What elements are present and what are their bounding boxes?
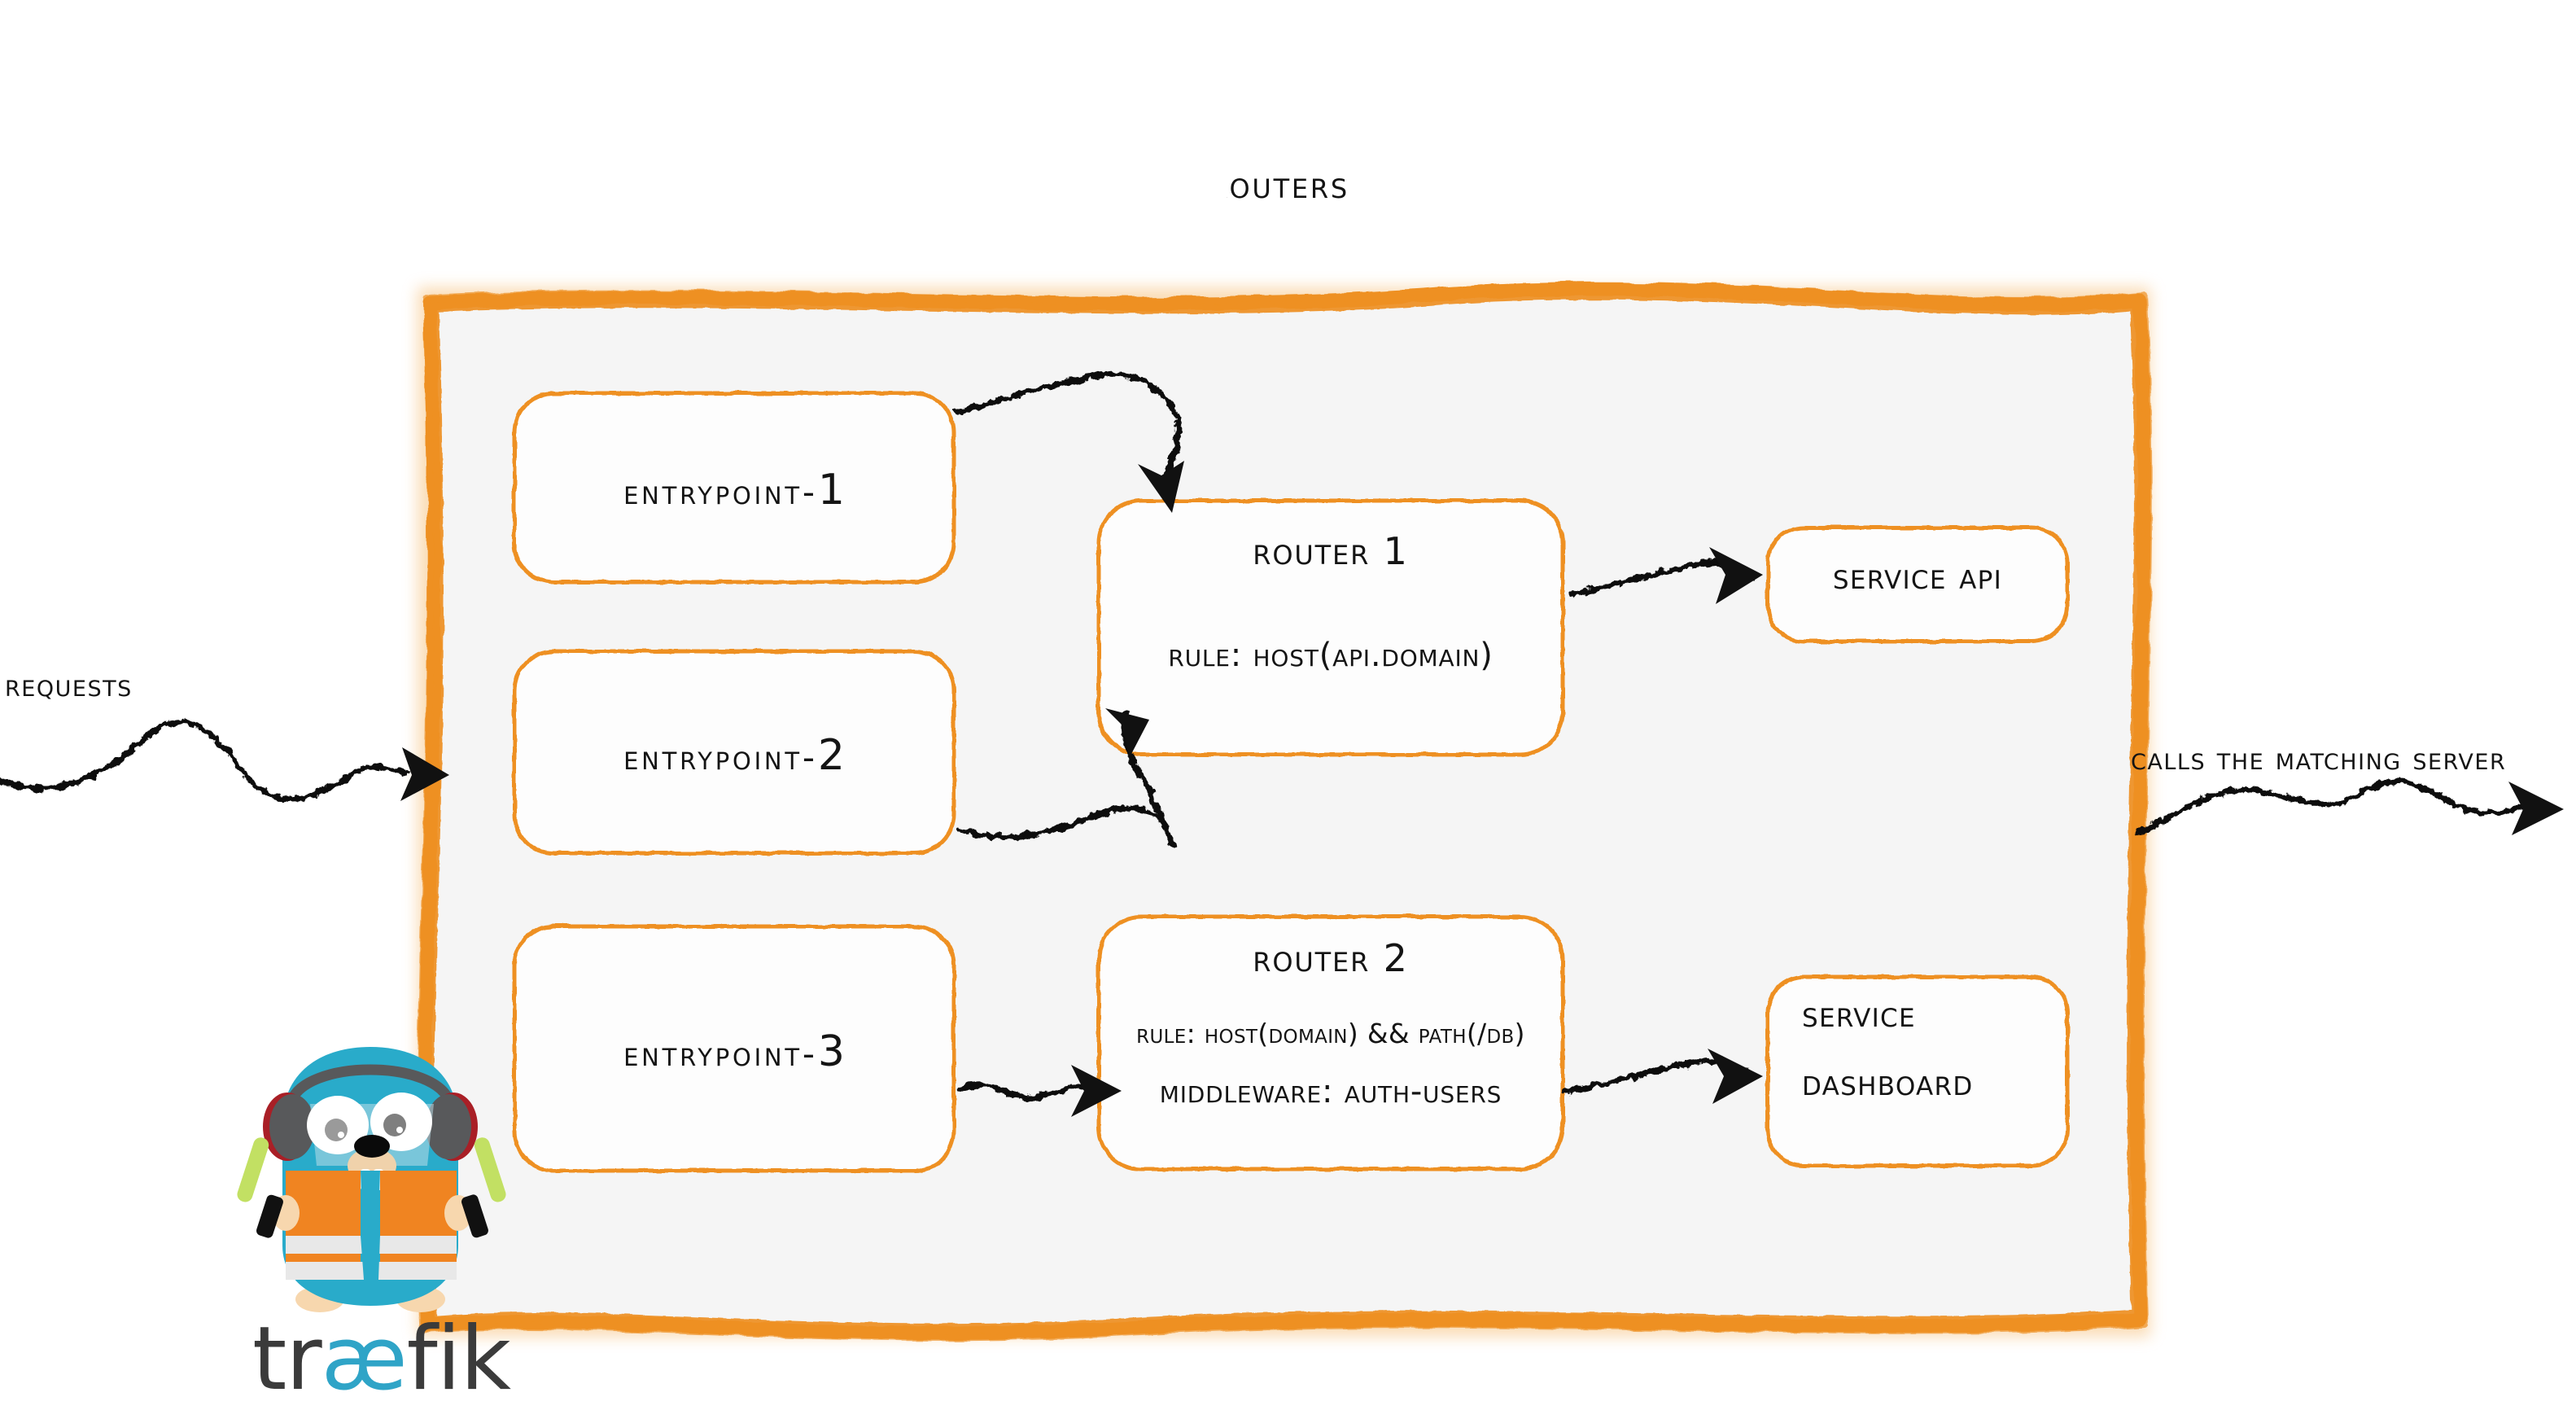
arrow-calls-out (2136, 779, 2526, 835)
router-2-title: Router 2 (1253, 936, 1409, 980)
marshalling-wand-right (461, 1137, 506, 1238)
entrypoint-2-box (512, 649, 956, 856)
arrow-router1-serviceapi (1568, 559, 1755, 598)
router-boxes (1096, 498, 1565, 1171)
arrow-ep3-router2 (957, 1081, 1091, 1101)
arrowhead-ep3-router2 (1071, 1065, 1122, 1117)
entrypoint-boxes (512, 391, 956, 1173)
traefik-logo-wordmark: træfik (252, 1316, 511, 1403)
arrowhead-ep2-router1 (1105, 708, 1149, 757)
router-2-middleware: Middleware: auth-users (1159, 1073, 1502, 1110)
arrow-requests-in (0, 718, 409, 803)
arrowhead-requests-in (400, 747, 449, 801)
logo-text-fik: fik (406, 1308, 511, 1410)
arrow-heads (400, 461, 2564, 1117)
entrypoint-1-label: entrypoint-1 (514, 466, 954, 515)
logo-text-tr: tr (252, 1308, 322, 1410)
arrow-ep1-router1 (955, 371, 1181, 485)
entrypoint-1-number: 1 (817, 466, 845, 515)
router-1-rule: rule: Host(api.domain) (1168, 637, 1494, 674)
routers-panel (418, 287, 2150, 1337)
service-dashboard-label-line1: Service (1802, 994, 1916, 1036)
entrypoint-3-label-text: entrypoint- (623, 1034, 818, 1074)
router-2-box (1096, 914, 1565, 1171)
logo-text-ae: æ (321, 1308, 408, 1410)
arrowhead-calls-out (2508, 782, 2564, 835)
gopher-pupil-left (325, 1119, 348, 1141)
arrowhead-router1-serviceapi (1709, 547, 1763, 604)
entrypoint-3-number: 3 (817, 1027, 845, 1076)
headphone-earcup-left (263, 1093, 315, 1161)
arrowhead-router2-dashboard (1708, 1049, 1763, 1104)
traefik-gopher-mascot (237, 1047, 506, 1312)
entrypoint-2-label-text: entrypoint- (623, 738, 818, 777)
entrypoint-3-label: entrypoint-3 (514, 1027, 954, 1076)
service-dashboard-label-line2: Dashboard (1802, 1062, 1974, 1104)
arrowhead-ep1-router1 (1138, 461, 1184, 513)
service-api-box (1765, 525, 2070, 644)
connector-arrows (0, 371, 2526, 1101)
gopher-vest-left (286, 1171, 361, 1276)
service-api-label: Service API (1832, 556, 2003, 598)
page-title: Routers (1227, 163, 1349, 207)
gopher-nose (354, 1135, 390, 1158)
entrypoint-1-box (512, 391, 956, 585)
router-1-box (1096, 498, 1565, 757)
entrypoint-2-number: 2 (817, 731, 845, 780)
marshalling-wand-left (237, 1137, 283, 1238)
service-boxes (1765, 525, 2070, 1168)
requests-label: Requests (5, 668, 133, 703)
service-dashboard-box (1765, 974, 2070, 1168)
entrypoint-3-box (512, 924, 956, 1173)
arrow-ep2-router1 (956, 710, 1175, 847)
headphone-band (285, 1064, 456, 1110)
headphone-earcup-right (426, 1093, 478, 1161)
routers-panel-border (415, 282, 2153, 1342)
router-1-title: Router 1 (1253, 529, 1409, 573)
calls-matching-server-label: Calls the matching server (2131, 741, 2507, 777)
entrypoint-1-label-text: entrypoint- (623, 472, 818, 512)
gopher-pupil-right (383, 1114, 406, 1136)
gopher-vest-right (380, 1171, 457, 1276)
arrow-router2-dashboard (1564, 1058, 1755, 1094)
entrypoint-2-label: entrypoint-2 (514, 731, 954, 780)
routers-panel-fill (423, 288, 2145, 1333)
router-2-rule: rule: Host(domain) && Path(/db) (1136, 1018, 1525, 1049)
